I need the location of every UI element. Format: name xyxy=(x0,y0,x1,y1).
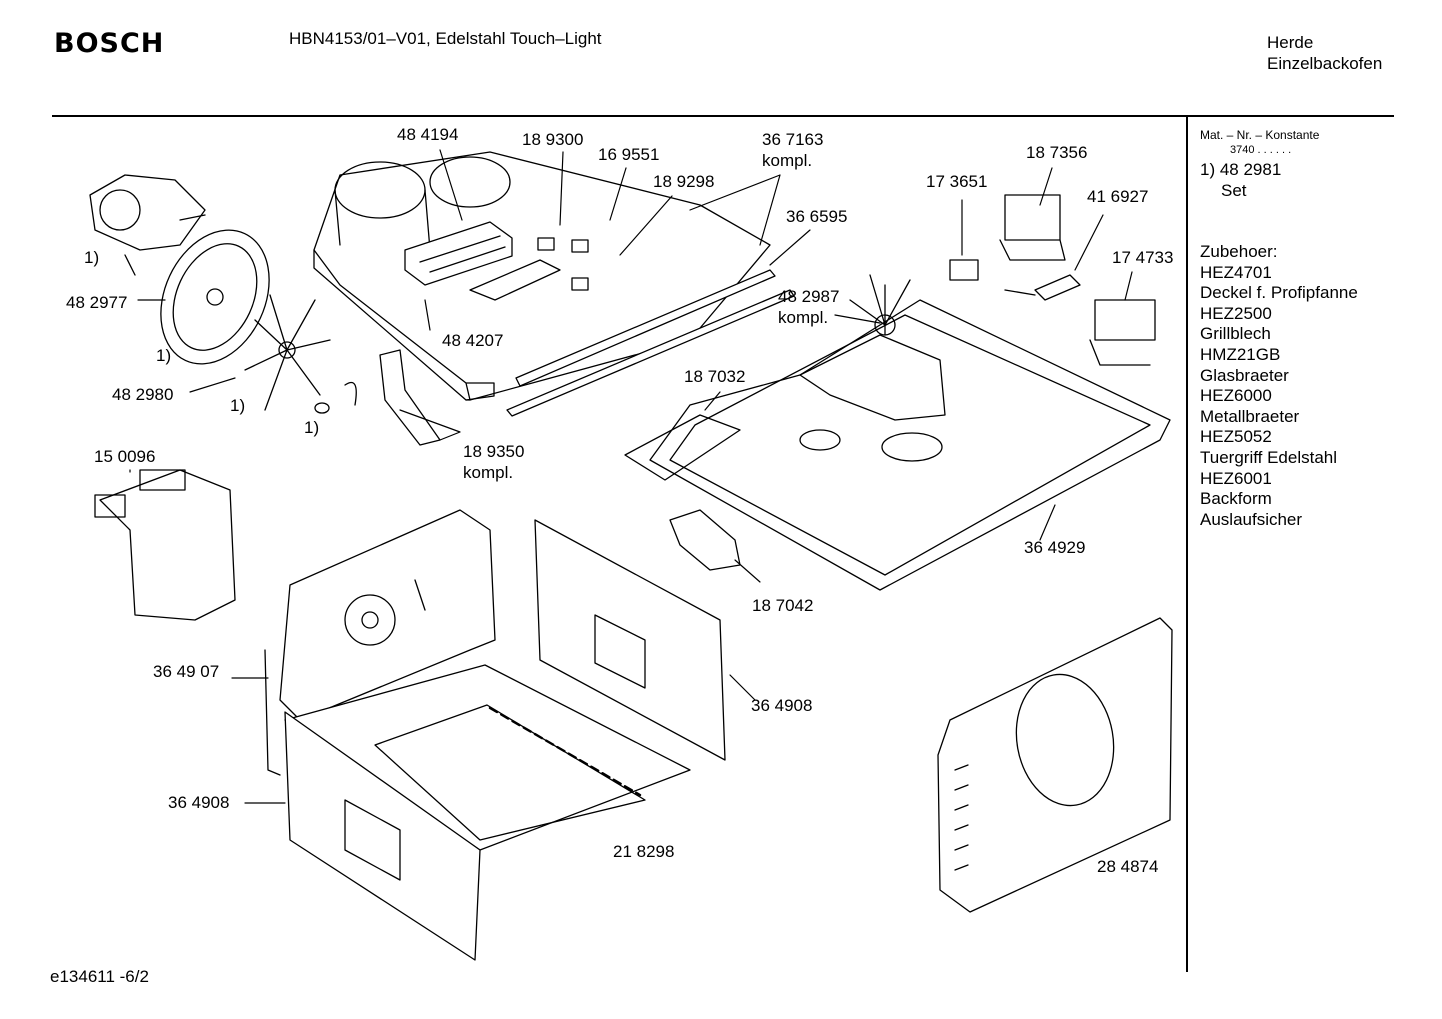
part-label: 18 7042 xyxy=(752,596,813,615)
accessory-item: Backform xyxy=(1200,489,1272,509)
brand-logo: BOSCH xyxy=(54,28,165,59)
floor-tray-part xyxy=(284,664,691,851)
seal-strip-part xyxy=(506,269,795,417)
accessory-item: HEZ6001 xyxy=(1200,468,1272,488)
part-label: 28 4874 xyxy=(1097,857,1158,876)
part-label: 1) xyxy=(304,418,319,437)
part-label: 1) xyxy=(230,396,245,415)
transformer-2-part xyxy=(1089,299,1156,366)
capacitor-part xyxy=(1004,274,1081,301)
cooling-fan-part xyxy=(799,274,946,421)
part-label: 48 2977 xyxy=(66,293,127,312)
rear-panel-part xyxy=(624,299,1171,591)
terminal-bracket-part xyxy=(94,469,236,621)
side-wall-part xyxy=(534,519,726,761)
accessory-item: HEZ5052 xyxy=(1200,427,1272,447)
accessory-item: HMZ21GB xyxy=(1200,344,1281,364)
part-label: 48 4207 xyxy=(442,331,503,350)
part-label: 36 4908 xyxy=(751,696,812,715)
part-label: 18 7356 xyxy=(1026,143,1087,162)
part-label: 36 7163 xyxy=(762,130,823,149)
part-label: 48 2980 xyxy=(112,385,173,404)
part-label: 48 4194 xyxy=(397,125,458,144)
part-label: 36 49 07 xyxy=(153,662,219,681)
sidebar-divider xyxy=(1186,116,1188,972)
category-label: Herde Einzelbackofen xyxy=(1267,32,1382,74)
part-label: 1) xyxy=(84,248,99,267)
category-line-1: Herde xyxy=(1267,33,1314,52)
oven-door-part xyxy=(937,617,1173,913)
accessory-item: Tuergriff Edelstahl xyxy=(1200,447,1338,467)
part-label: 1) xyxy=(156,346,171,365)
accessory-item: HEZ4701 xyxy=(1200,262,1272,282)
thermostat-part xyxy=(949,259,979,281)
accessory-item: Glasbraeter xyxy=(1200,365,1289,385)
category-line-2: Einzelbackofen xyxy=(1267,54,1383,73)
nut-part xyxy=(314,402,330,414)
part-label: kompl. xyxy=(762,151,812,170)
accessories-title: Zubehoer: xyxy=(1200,242,1278,261)
part-label: 36 6595 xyxy=(786,207,847,226)
leader-lines xyxy=(129,149,1133,804)
part-label: 36 4908 xyxy=(168,793,229,812)
part-label: 36 4929 xyxy=(1024,538,1085,557)
fan-wheel-part xyxy=(244,294,331,411)
document-code: e134611 -6/2 xyxy=(50,967,149,986)
part-label: kompl. xyxy=(463,463,513,482)
bracket-part xyxy=(669,509,741,571)
back-wall-part xyxy=(264,509,496,776)
accessory-item: Metallbraeter xyxy=(1200,406,1300,426)
part-labels: 48 4194 18 9300 16 9551 18 9298 36 7163 … xyxy=(66,125,1173,876)
accessory-item: Grillblech xyxy=(1200,324,1271,344)
fan-guard-part xyxy=(160,229,270,365)
part-label: 21 8298 xyxy=(613,842,674,861)
exploded-parts-drawing: 48 4194 18 9300 16 9551 18 9298 36 7163 … xyxy=(66,125,1173,961)
note-part: 1) 48 2981 xyxy=(1200,160,1282,179)
transformer-part xyxy=(999,194,1066,261)
part-label: kompl. xyxy=(778,308,828,327)
part-label: 18 9350 xyxy=(463,442,524,461)
part-label: 48 2987 xyxy=(778,287,839,306)
part-label: 15 0096 xyxy=(94,447,155,466)
part-label: 18 9300 xyxy=(522,130,583,149)
header-rule xyxy=(52,115,1394,117)
part-label: 18 7032 xyxy=(684,367,745,386)
accessory-item: Deckel f. Profipfanne xyxy=(1200,283,1358,303)
mat-code: 3740 . . . . . . xyxy=(1230,144,1292,156)
mat-header: Mat. – Nr. – Konstante xyxy=(1200,128,1320,142)
part-label: 41 6927 xyxy=(1087,187,1148,206)
model-title: HBN4153/01–V01, Edelstahl Touch–Light xyxy=(289,29,602,48)
note-set: Set xyxy=(1221,181,1247,200)
part-label: 16 9551 xyxy=(598,145,659,164)
accessories-list: Zubehoer: HEZ4701 Deckel f. Profipfanne … xyxy=(1200,242,1358,530)
part-label: 17 4733 xyxy=(1112,248,1173,267)
accessory-item: HEZ6000 xyxy=(1200,386,1272,406)
accessory-item: Auslaufsicher xyxy=(1200,509,1303,529)
accessory-item: HEZ2500 xyxy=(1200,303,1272,323)
part-label: 18 9298 xyxy=(653,172,714,191)
fan-motor-part xyxy=(89,174,206,276)
part-label: 17 3651 xyxy=(926,172,987,191)
control-board-part xyxy=(404,221,589,301)
front-wall-part xyxy=(284,711,481,961)
